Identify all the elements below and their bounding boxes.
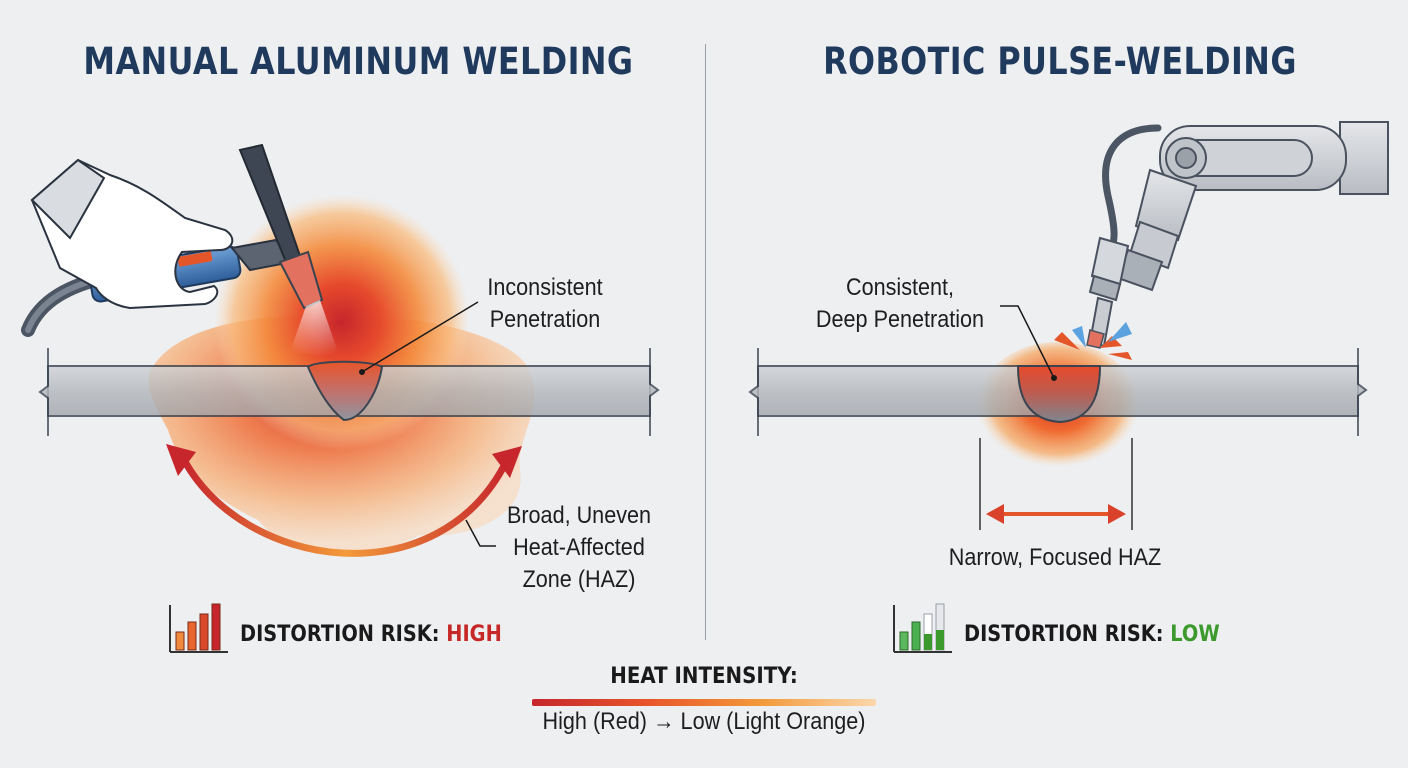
heat-intensity-caption: High (Red) → Low (Light Orange) xyxy=(542,708,866,735)
distortion-risk-high: DISTORTION RISK: HIGH xyxy=(240,622,502,647)
manual-welding-title: MANUAL ALUMINUM WELDING xyxy=(83,40,634,83)
robotic-welding-title: ROBOTIC PULSE-WELDING xyxy=(823,40,1297,83)
robotic-metal-plate xyxy=(748,348,1368,436)
distortion-level-high: HIGH xyxy=(446,622,502,647)
narrow-haz-label: Narrow, Focused HAZ xyxy=(948,544,1162,571)
distortion-risk-label: DISTORTION RISK: xyxy=(240,622,447,647)
inconsistent-penetration-label: Inconsistent Penetration xyxy=(478,272,613,336)
heat-intensity-gradient-bar xyxy=(532,699,876,706)
robot-arm xyxy=(1086,121,1389,349)
distortion-low-icon xyxy=(893,603,952,653)
penetration-label-line1: Inconsistent xyxy=(487,274,603,301)
robotic-haz-dimension xyxy=(979,438,1133,530)
manual-metal-plate xyxy=(38,348,660,436)
panel-divider xyxy=(705,44,706,640)
pulse-spark-icon xyxy=(1054,322,1132,360)
haz-label-line2: Heat-Affected xyxy=(513,534,645,561)
broad-haz-label: Broad, Uneven Heat-Affected Zone (HAZ) xyxy=(503,500,656,596)
consistent-penetration-label: Consistent, Deep Penetration xyxy=(810,272,990,336)
haz-label-line1: Broad, Uneven xyxy=(506,502,652,529)
distortion-high-icon xyxy=(169,603,228,653)
haz-label-line3: Zone (HAZ) xyxy=(522,566,636,593)
heat-intensity-title: HEAT INTENSITY: xyxy=(610,664,798,689)
distortion-risk-label: DISTORTION RISK: xyxy=(964,622,1171,647)
manual-leader-lines xyxy=(359,301,496,547)
penetration-label-line2: Penetration xyxy=(489,306,601,333)
manual-tig-torch xyxy=(21,143,340,358)
distortion-risk-low: DISTORTION RISK: LOW xyxy=(964,622,1220,647)
penetration-label-line2: Deep Penetration xyxy=(815,306,985,333)
robotic-leader-line xyxy=(1000,305,1057,381)
manual-haz-arc xyxy=(166,444,522,557)
distortion-level-low: LOW xyxy=(1170,622,1220,647)
penetration-label-line1: Consistent, xyxy=(845,274,955,301)
